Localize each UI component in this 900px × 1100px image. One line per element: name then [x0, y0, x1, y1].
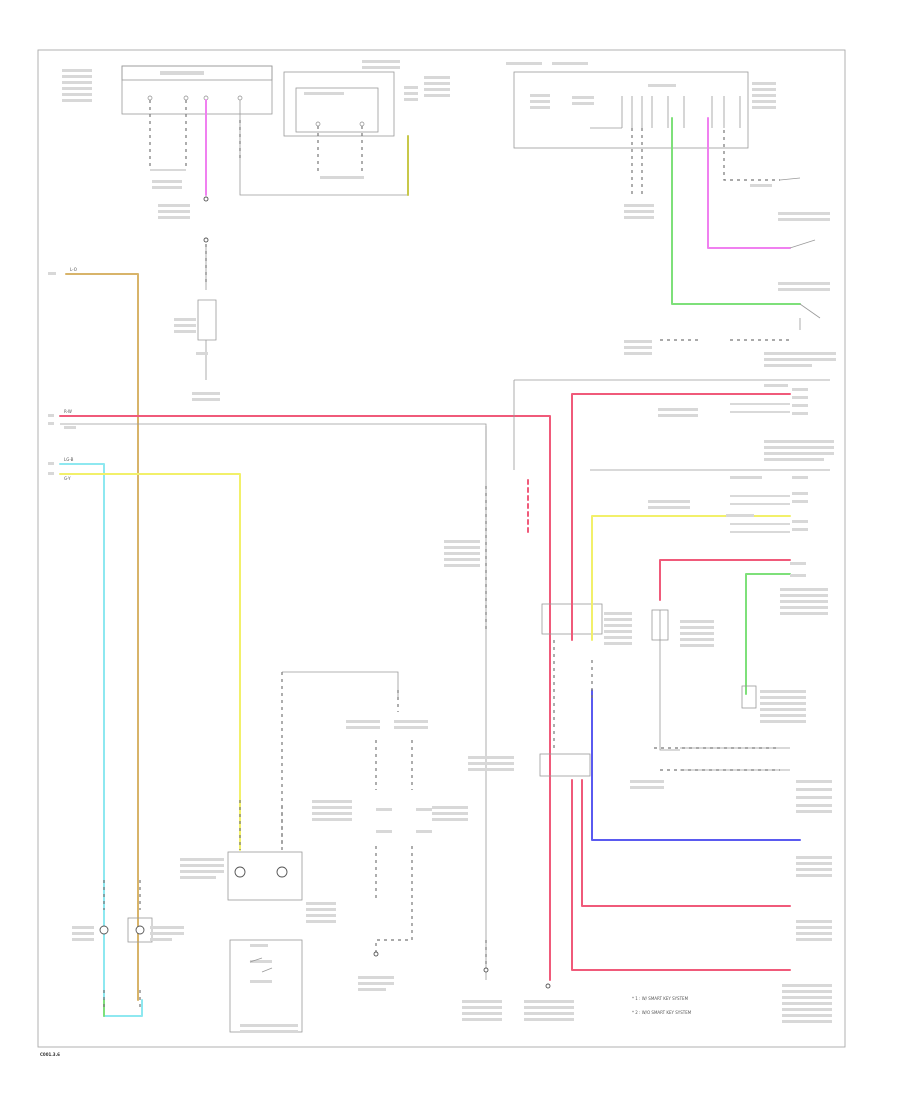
green-wire-top — [671, 117, 801, 305]
green-wire-sensor — [745, 573, 791, 695]
yellow-wire — [59, 473, 241, 851]
red-wire-sensor — [659, 559, 791, 601]
magenta-wire-right — [707, 117, 791, 249]
center-bottom-module — [180, 851, 336, 1033]
blue-wire — [591, 689, 801, 841]
red-main-wire — [59, 415, 551, 981]
diagram-code: C001.3.6 — [40, 1052, 60, 1057]
legend-item-1: * 1 : W/ SMART KEY SYSTEM — [632, 996, 689, 1001]
red-wire-right — [571, 393, 791, 641]
tan-wire — [65, 273, 139, 1001]
right-labels — [630, 384, 834, 1023]
left-bottom-sensors — [72, 917, 184, 943]
diagram-frame — [37, 49, 846, 1048]
control-unit-top-center — [283, 60, 450, 137]
legend-item-2: * 2 : W/O SMART KEY SYSTEM — [632, 1010, 692, 1015]
legend: * 1 : W/ SMART KEY SYSTEM * 2 : W/O SMAR… — [632, 996, 692, 1015]
control-unit-top-right — [506, 62, 776, 149]
red-wire-bottom — [571, 779, 791, 971]
yellow-wire-label: G-Y — [64, 476, 71, 481]
control-unit-top-left — [62, 65, 273, 115]
red-wire-label: R-W — [64, 409, 72, 414]
yellow-wire-right — [591, 515, 791, 641]
red-wire-lower — [581, 779, 791, 907]
cyan-wire-label: LG-B — [64, 457, 74, 462]
tan-wire-label: L-O — [70, 267, 77, 272]
center-switches — [312, 690, 468, 991]
bottom-ground-labels — [462, 940, 574, 1021]
